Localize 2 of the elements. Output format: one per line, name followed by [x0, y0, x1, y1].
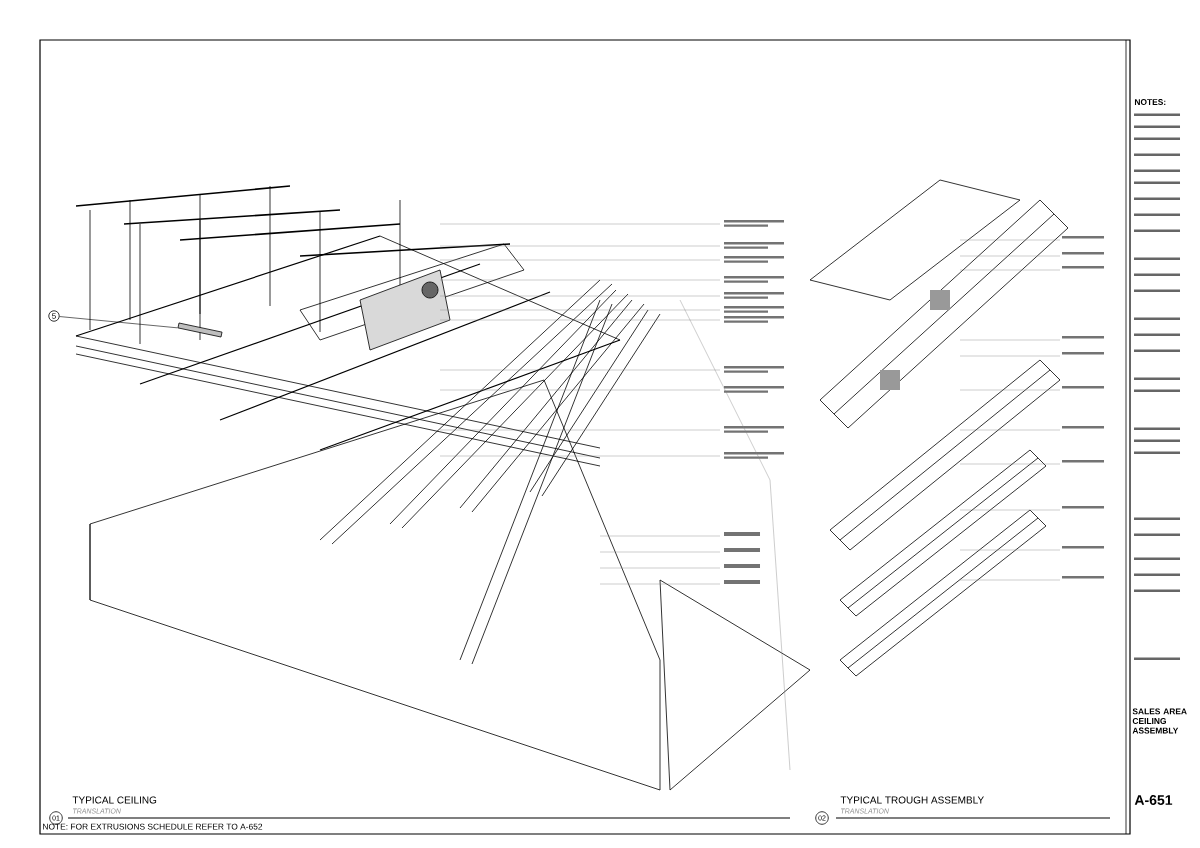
ceiling-rail: [177, 322, 223, 338]
leader-line: [59, 316, 178, 329]
